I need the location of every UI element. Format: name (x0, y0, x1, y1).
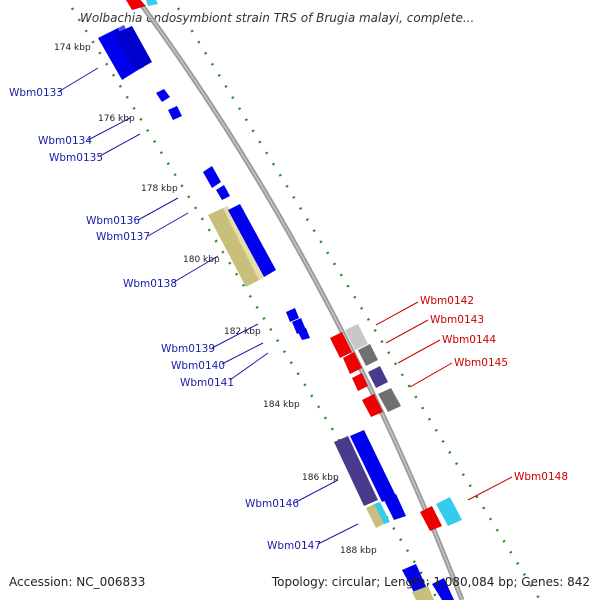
gene-label-wbm0144[interactable]: Wbm0144 (442, 334, 496, 346)
gene-wbm0139[interactable] (286, 308, 299, 322)
left-leader-lines (57, 67, 359, 545)
topology-text: Topology: circular; Length: 1,080,084 bp… (271, 575, 590, 589)
gene-bottom-edge (402, 564, 454, 600)
kbp-label: 184 kbp (263, 400, 300, 410)
gene-label-wbm0134[interactable]: Wbm0134 (38, 135, 92, 147)
accession-text: Accession: NC_006833 (9, 575, 145, 589)
kbp-label: 176 kbp (98, 114, 135, 124)
gene-wbm0136[interactable] (203, 166, 221, 188)
gene-wbm0137[interactable] (216, 185, 230, 200)
gene-label-wbm0133[interactable]: Wbm0133 (9, 87, 63, 99)
right-leader-lines (375, 301, 513, 501)
kbp-label: 174 kbp (54, 43, 91, 53)
gene-wbm0142[interactable] (330, 324, 368, 358)
gene-label-wbm0135[interactable]: Wbm0135 (49, 152, 103, 164)
gene-label-wbm0146[interactable]: Wbm0146 (245, 498, 299, 510)
gene-wbm0134[interactable] (156, 89, 170, 102)
gene-wbm0141[interactable] (298, 328, 310, 340)
genome-backbone (135, 0, 465, 600)
gene-label-wbm0147[interactable]: Wbm0147 (267, 540, 321, 552)
map-title: Wolbachia endosymbiont strain TRS of Bru… (80, 11, 474, 25)
kbp-label: 178 kbp (141, 184, 178, 194)
gene-wbm0143[interactable] (343, 344, 378, 374)
gene-label-wbm0142[interactable]: Wbm0142 (420, 295, 474, 307)
gene-label-wbm0137[interactable]: Wbm0137 (96, 231, 150, 243)
gene-wbm0138[interactable] (208, 204, 276, 287)
gene-wbm0148[interactable] (420, 497, 462, 531)
kbp-label: 180 kbp (183, 255, 220, 265)
kbp-label: 186 kbp (302, 473, 339, 483)
kbp-label: 188 kbp (340, 546, 377, 556)
gene-label-wbm0143[interactable]: Wbm0143 (430, 314, 484, 326)
gene-wbm0133[interactable] (98, 25, 152, 80)
gene-wbm0144[interactable] (352, 366, 388, 391)
gene-top-edge (126, 0, 158, 10)
gene-label-wbm0136[interactable]: Wbm0136 (86, 215, 140, 227)
right-gene-labels: Wbm0142 Wbm0143 Wbm0144 Wbm0145 Wbm0148 (420, 295, 568, 483)
gene-label-wbm0138[interactable]: Wbm0138 (123, 278, 177, 290)
gene-label-wbm0145[interactable]: Wbm0145 (454, 357, 508, 369)
gene-wbm0135[interactable] (168, 106, 182, 120)
gene-label-wbm0141[interactable]: Wbm0141 (180, 377, 234, 389)
gene-label-wbm0148[interactable]: Wbm0148 (514, 471, 568, 483)
kbp-labels: 174 kbp 176 kbp 178 kbp 180 kbp 182 kbp … (54, 43, 377, 556)
gene-label-wbm0140[interactable]: Wbm0140 (171, 360, 225, 372)
left-gene-labels: Wbm0133 Wbm0134 Wbm0135 Wbm0136 Wbm0137 … (9, 87, 321, 552)
gene-wbm0146[interactable] (334, 430, 406, 520)
gene-label-wbm0139[interactable]: Wbm0139 (161, 343, 215, 355)
outer-tick-row (176, 7, 542, 600)
gene-wbm0147[interactable] (366, 502, 390, 528)
gene-wbm0145[interactable] (362, 388, 401, 417)
